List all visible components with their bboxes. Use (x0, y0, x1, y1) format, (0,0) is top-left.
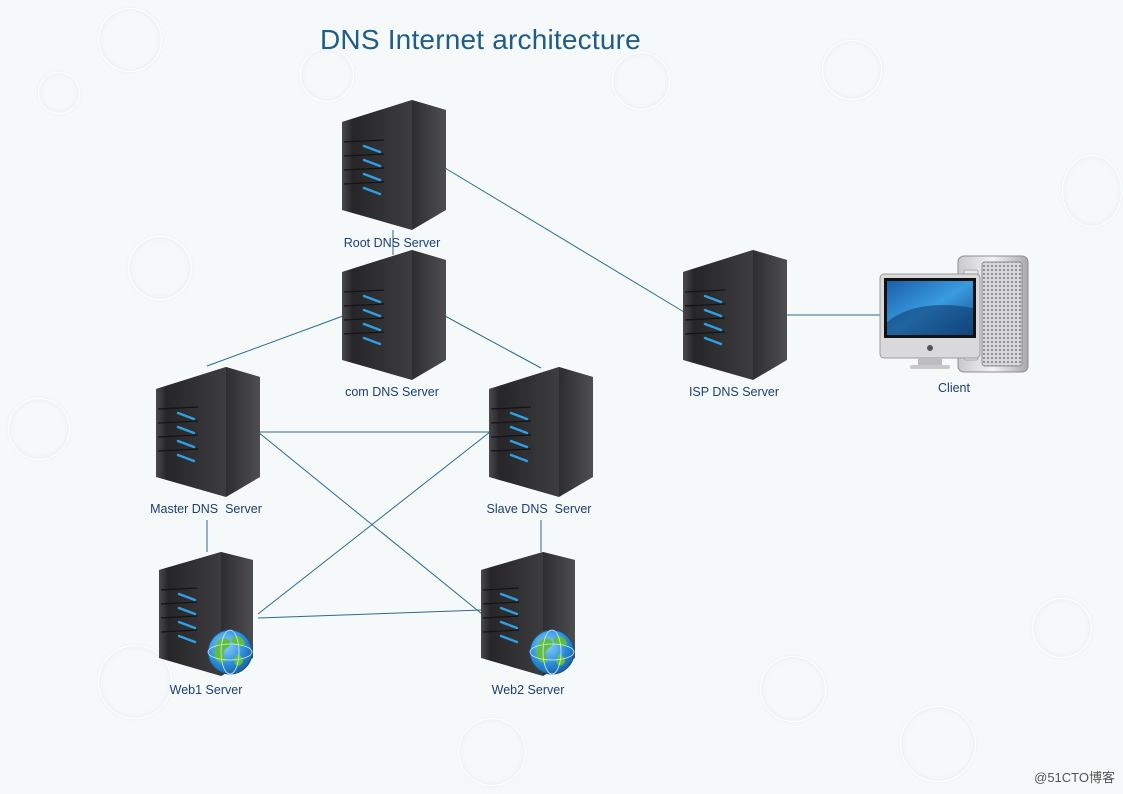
com-dns-server-label: com DNS Server (345, 385, 439, 399)
globe-icon (529, 629, 575, 675)
web2-server-label: Web2 Server (491, 683, 565, 697)
master-dns-server-label: Master DNS Server (150, 502, 262, 516)
background-bubble (98, 8, 162, 72)
edge-com-slave (444, 315, 542, 369)
master-dns-server-icon[interactable] (154, 365, 262, 499)
slave-dns-server-label: Slave DNS Server (486, 502, 592, 516)
web1-server-label: Web1 Server (169, 683, 243, 697)
globe-icon (207, 629, 253, 675)
background-bubble (458, 718, 526, 786)
watermark: @51CTO博客 (1034, 770, 1115, 785)
background-bubble (1032, 598, 1092, 658)
web2-server-icon[interactable] (479, 550, 579, 680)
root-dns-server-icon[interactable] (340, 98, 448, 232)
com-dns-server-icon[interactable] (340, 248, 448, 382)
background-bubble (38, 72, 80, 114)
slave-dns-server-icon[interactable] (487, 365, 595, 499)
isp-dns-server-icon[interactable] (681, 248, 789, 382)
background-bubble (8, 398, 70, 460)
edge-com-master (206, 315, 344, 367)
diagram-title: DNS Internet architecture (320, 24, 641, 55)
monitor-icon (879, 273, 981, 369)
background-bubble (300, 48, 354, 102)
background-bubble (128, 236, 192, 300)
edge-slave-web1 (257, 431, 491, 615)
isp-dns-server-label: ISP DNS Server (688, 385, 780, 399)
edge-master-web2 (257, 431, 483, 615)
background-bubble (98, 645, 172, 719)
edge-root-isp (444, 167, 685, 313)
background-bubble (822, 40, 882, 100)
background-bubble (900, 706, 976, 782)
web1-server-icon[interactable] (157, 550, 257, 680)
edges (206, 167, 883, 619)
background-bubble (760, 656, 826, 722)
background-bubble (1062, 155, 1122, 227)
root-dns-server-label: Root DNS Server (343, 236, 441, 250)
client-label: Client (938, 381, 970, 395)
background-bubble (612, 52, 670, 110)
edge-web1-web2 (257, 609, 483, 619)
client-computer-icon[interactable] (878, 252, 1034, 378)
